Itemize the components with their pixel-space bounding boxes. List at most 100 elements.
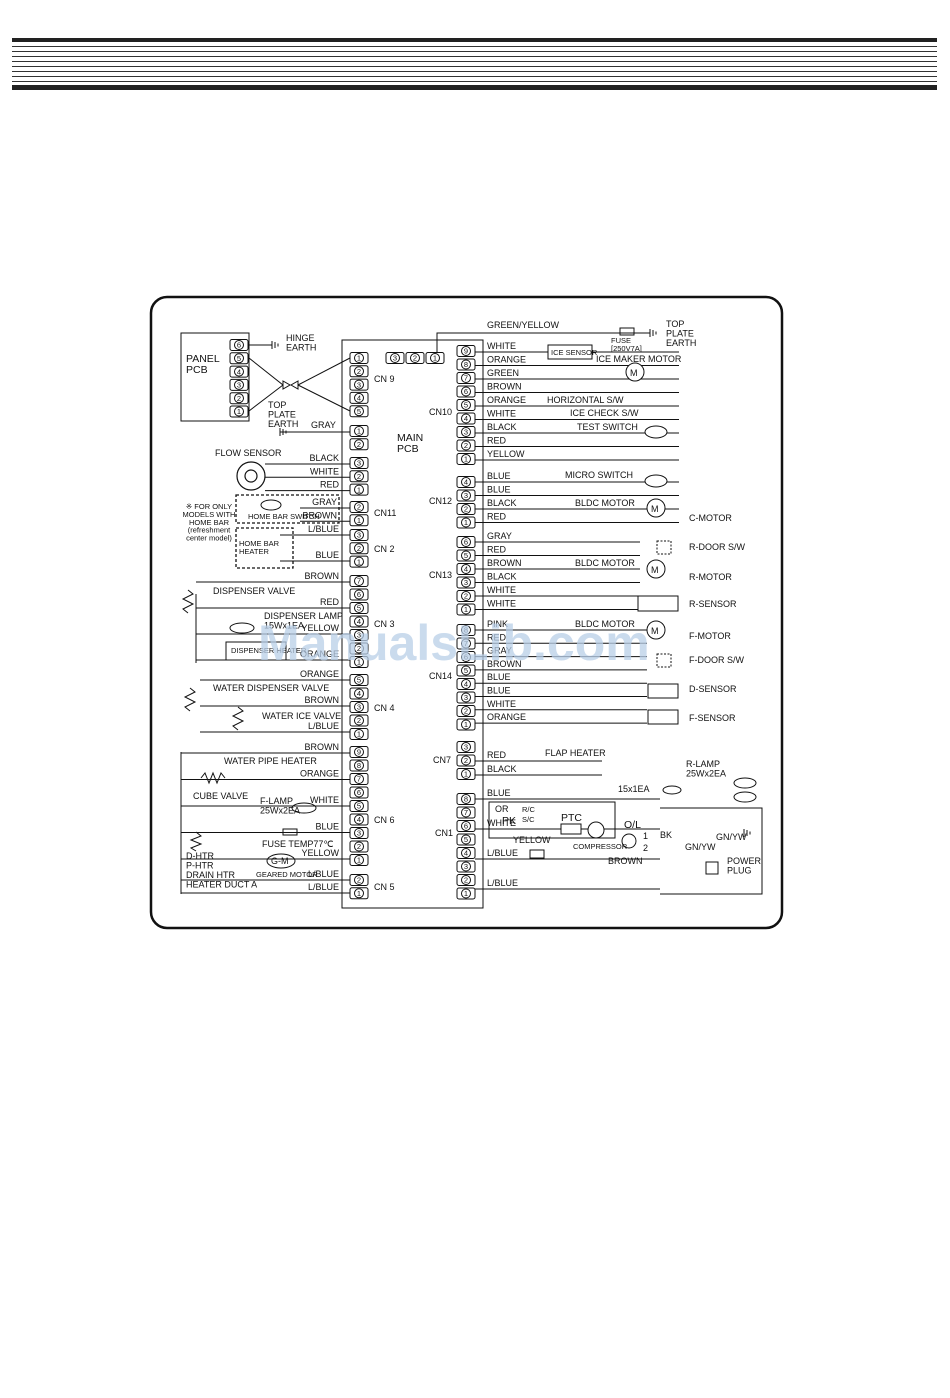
gray-pins: 12 <box>349 425 369 451</box>
r-lamp-icon <box>733 777 757 789</box>
wire-color-label: BROWN <box>487 382 522 392</box>
pin-circle <box>234 393 244 404</box>
panel-cn9-wires <box>248 357 351 412</box>
pin-number: 3 <box>464 491 468 500</box>
pin-box <box>456 718 476 731</box>
svg-text:1: 1 <box>643 831 648 841</box>
pin-number: 1 <box>357 516 361 525</box>
pin-number: 4 <box>357 815 361 824</box>
pin-number: 5 <box>464 551 468 560</box>
ice-sensor-box <box>547 344 593 360</box>
pin-box <box>349 425 369 437</box>
gray-wire-label: GRAY <box>311 420 336 430</box>
ol-icon <box>621 833 637 849</box>
wire-color-label: GREEN <box>487 368 519 378</box>
pin-number: 2 <box>357 503 361 512</box>
pin-circle <box>461 564 471 574</box>
pin-number: 9 <box>357 748 361 757</box>
cn1-label: CN1 <box>435 828 453 838</box>
pin-box <box>349 365 369 378</box>
f-sensor-icon <box>647 709 679 725</box>
pin-number: 2 <box>357 544 361 553</box>
pin-circle <box>390 353 400 363</box>
pin-circle <box>461 755 471 766</box>
wire-color-label: RED <box>487 512 507 522</box>
pin-box <box>349 352 369 364</box>
pin-box <box>229 392 249 405</box>
f-motor-label: F-MOTOR <box>689 631 731 641</box>
pin-circle <box>354 530 364 540</box>
wire-color-label: BLUE <box>487 471 511 481</box>
pin-box <box>456 806 476 819</box>
pin-number: 3 <box>357 459 361 468</box>
pin-circle <box>461 440 471 451</box>
power-earth <box>743 829 751 837</box>
pin-circle <box>354 747 364 757</box>
wire-color-label: L/BLUE <box>487 878 518 888</box>
wire-color-label: L/BLUE <box>487 848 518 858</box>
pin-number: 4 <box>357 689 361 698</box>
bldc-motor-r-label: BLDC MOTOR <box>575 558 635 568</box>
cn11-pins: 21 <box>349 501 369 527</box>
ptc-icon <box>560 823 582 835</box>
pin-number: 6 <box>237 341 241 350</box>
dispenser-valve-label: DISPENSER VALVE <box>213 586 295 596</box>
wire-color-label: BLUE <box>315 822 339 832</box>
wire-color-label: BLACK <box>309 453 339 463</box>
pin-circle <box>354 814 364 825</box>
r-sensor-label: R-SENSOR <box>689 599 737 609</box>
pin-circle <box>354 392 364 403</box>
pin-box <box>349 813 369 826</box>
cn7-label: CN7 <box>433 755 451 765</box>
pin-box <box>349 483 369 496</box>
cube-valve-label: CUBE VALVE <box>193 791 248 801</box>
pin-box <box>349 656 369 668</box>
pin-circle <box>461 604 471 615</box>
pin-circle <box>354 616 364 627</box>
pin-circle <box>354 576 364 586</box>
pin-circle <box>461 706 471 716</box>
pin-circle <box>461 638 471 649</box>
f-door-sw-icon <box>656 653 672 668</box>
pin-box <box>425 352 445 364</box>
wire-color-label: ORANGE <box>487 355 526 365</box>
pin-number: 6 <box>357 590 361 599</box>
pin-number: 6 <box>357 788 361 797</box>
pin-number: 5 <box>357 407 361 416</box>
pin-box <box>349 529 369 541</box>
pin-number: 1 <box>357 856 361 865</box>
cn11-label: CN11 <box>374 508 396 518</box>
pin-number: 1 <box>464 455 468 464</box>
pin-box <box>456 426 476 438</box>
pin-circle <box>461 577 471 588</box>
pin-circle <box>461 821 471 831</box>
ice-sensor-label: ICE SENSOR <box>551 348 598 357</box>
wire-color-label: GRAY <box>487 646 512 656</box>
power-frame <box>660 807 763 895</box>
wire-color-label: YELLOW <box>301 623 339 633</box>
flow-sensor-icon <box>236 461 266 491</box>
micro-switch-icon <box>644 474 668 488</box>
pin-number: 1 <box>357 485 361 494</box>
diagram-frame <box>149 295 784 930</box>
pin-number: 3 <box>357 380 361 389</box>
pin-box <box>349 615 369 628</box>
pin-number: 2 <box>464 756 468 765</box>
pin-number: 6 <box>464 387 468 396</box>
pin-number: 3 <box>357 703 361 712</box>
pin-number: 1 <box>357 427 361 436</box>
pin-circle <box>461 719 471 730</box>
pin-number: 7 <box>464 639 468 648</box>
pin-circle <box>354 426 364 436</box>
r-lamp-icon-2 <box>733 791 757 803</box>
water-dispenser-valve-label: WATER DISPENSER VALVE <box>213 683 329 693</box>
pin-box <box>456 860 476 873</box>
